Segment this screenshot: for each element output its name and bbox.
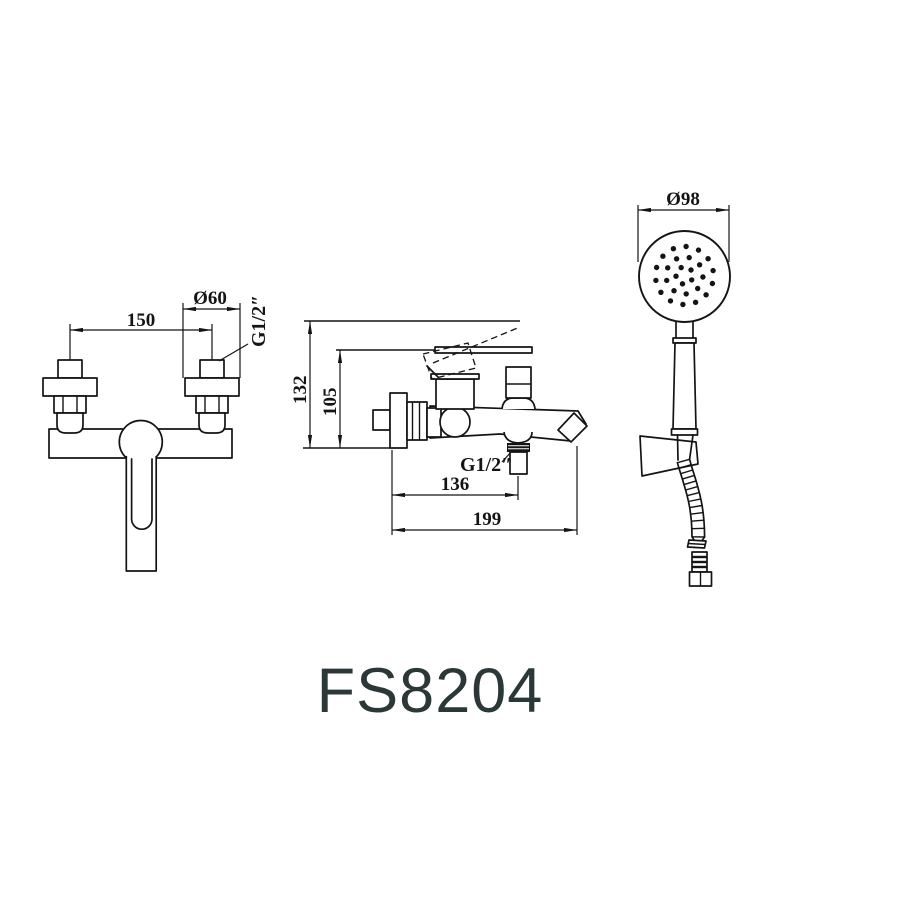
spray-nozzle-dot <box>658 289 664 295</box>
front-lever-inner-edge <box>130 458 153 530</box>
shower-spray-nozzles <box>653 243 716 308</box>
dim-label-g12-side: G1/2″ <box>460 454 512 476</box>
shower-wall-holder <box>639 435 699 477</box>
spray-nozzle-dot <box>689 277 695 283</box>
front-right-inlet-nipple <box>199 359 225 379</box>
front-left-escutcheon <box>42 377 98 397</box>
front-left-hex-nut <box>53 395 87 414</box>
hose-corrugation <box>683 480 697 486</box>
dim-label-199: 199 <box>473 509 502 530</box>
dim-label-g12-front: G1/2″ <box>248 295 270 347</box>
hose-corrugation <box>686 491 700 497</box>
front-dim-flange-diameter: Ø60 <box>182 288 241 378</box>
side-connector <box>426 407 442 438</box>
hose-corrugation <box>677 458 690 464</box>
hose-corrugation <box>678 464 692 469</box>
hose-corrugation <box>685 485 698 491</box>
side-pivot-edge <box>426 365 439 378</box>
shower-dim-head-diameter: Ø98 <box>637 189 730 262</box>
spray-nozzle-dot <box>683 291 689 297</box>
side-view: 132 105 G1/2″ 136 199 <box>290 320 588 535</box>
side-lever-raised-phantom <box>422 326 521 380</box>
spray-nozzle-dot <box>673 256 680 262</box>
side-dim-total-height: 132 <box>290 321 313 448</box>
spray-nozzle-dot <box>673 273 679 279</box>
shower-hose <box>676 458 706 547</box>
spray-nozzle-dot <box>670 246 677 252</box>
side-ball-joint <box>439 406 471 438</box>
spray-nozzle-dot <box>700 274 706 280</box>
spray-nozzle-dot <box>695 247 702 253</box>
side-outlet-thread <box>507 443 530 452</box>
side-outlet-thread-label: G1/2″ <box>460 451 512 476</box>
spray-nozzle-dot <box>660 253 666 259</box>
side-dim-outlet-offset: 136 <box>391 450 519 535</box>
front-inlet-thread-label: G1/2″ <box>218 295 270 362</box>
side-diverter-base <box>501 397 536 410</box>
side-outlet-dome <box>503 431 533 444</box>
front-left-inlet-nipple <box>57 359 83 379</box>
spray-nozzle-dot <box>667 298 674 304</box>
spray-nozzle-dot <box>709 280 716 287</box>
spray-nozzle-dot <box>692 299 699 305</box>
shower-head-face <box>638 230 731 323</box>
shower-handle <box>670 321 699 461</box>
hose-corrugation <box>691 519 704 522</box>
dim-label-o60: Ø60 <box>193 288 227 309</box>
front-right-collar <box>198 412 226 434</box>
dim-label-105: 105 <box>320 388 341 417</box>
spray-nozzle-dot <box>688 267 694 273</box>
spray-nozzle-dot <box>710 267 716 274</box>
side-wall-flange <box>389 392 408 449</box>
front-view: 150 Ø60 G1/2″ <box>42 288 270 572</box>
hose-corrugation <box>680 469 693 475</box>
shower-hose-connector <box>686 539 713 587</box>
spray-nozzle-dot <box>686 254 692 261</box>
front-dim-inlet-spacing: 150 <box>69 310 213 360</box>
spray-nozzle-dot <box>665 265 671 271</box>
side-wall-stub <box>372 409 391 431</box>
hose-corrugation <box>689 504 703 509</box>
spray-nozzle-dot <box>683 243 689 250</box>
side-dim-body-height: 105 <box>320 350 343 448</box>
spray-nozzle-dot <box>671 288 677 294</box>
front-lever-handle <box>125 456 158 572</box>
dim-label-o98: Ø98 <box>666 189 700 210</box>
spray-nozzle-dot <box>664 277 670 284</box>
spray-nozzle-dot <box>696 262 703 268</box>
side-cartridge-body <box>435 378 475 410</box>
dim-label-136: 136 <box>441 474 470 495</box>
hand-shower-view: Ø98 <box>637 189 731 587</box>
hose-corrugation <box>690 511 704 515</box>
side-spout-tip <box>557 412 588 443</box>
dim-label-132: 132 <box>290 376 311 405</box>
side-dim-total-depth: 199 <box>392 446 578 535</box>
hose-corrugation <box>688 498 701 503</box>
hose-edge <box>676 461 699 547</box>
spray-nozzle-dot <box>678 264 684 271</box>
spray-nozzle-dot <box>679 281 686 287</box>
side-lever-horizontal <box>434 346 533 354</box>
side-diverter-knob <box>505 366 532 399</box>
spray-nozzle-dot <box>680 301 686 308</box>
side-hex-nut <box>406 401 428 441</box>
spray-nozzle-dot <box>703 292 709 298</box>
spray-nozzle-dot <box>705 256 711 262</box>
spray-nozzle-dot <box>653 277 659 284</box>
spray-nozzle-dot <box>653 264 660 271</box>
front-left-collar <box>56 412 84 434</box>
side-outlet-nipple <box>509 451 528 475</box>
dim-label-150: 150 <box>127 310 156 331</box>
spray-nozzle-dot <box>695 285 701 292</box>
hose-corrugation <box>682 474 695 480</box>
front-right-hex-nut <box>195 395 229 414</box>
model-number: FS8204 <box>317 656 544 726</box>
front-right-escutcheon <box>184 377 240 397</box>
hose-edge <box>688 458 706 547</box>
